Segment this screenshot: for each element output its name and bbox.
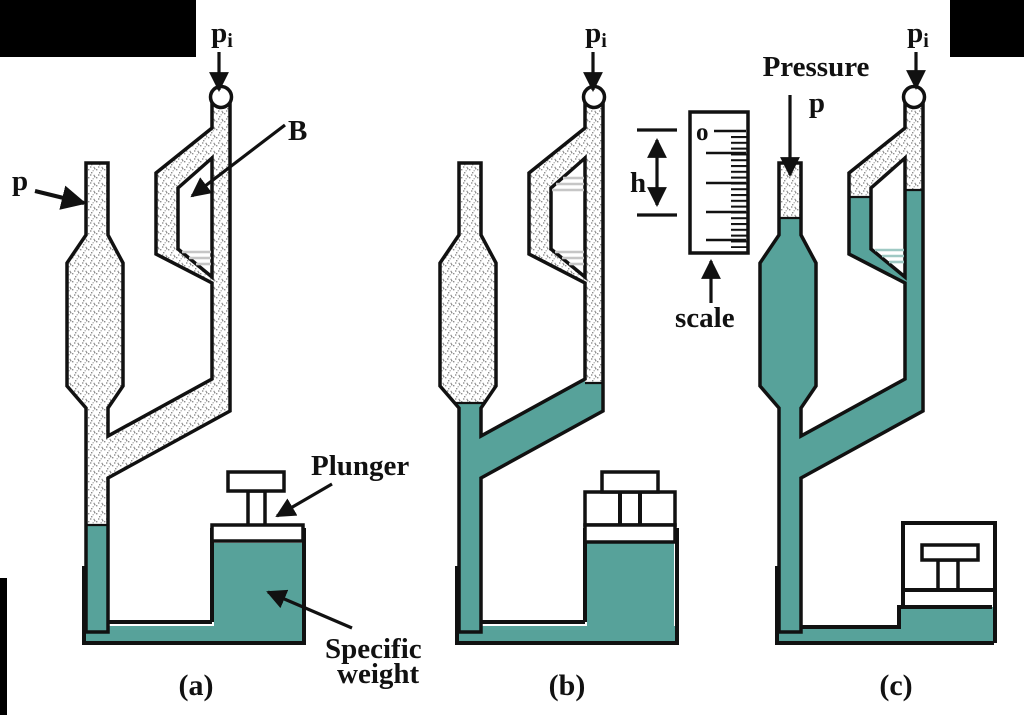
ruler-minor-ticks [731,136,747,248]
arrow-plunger [275,482,333,518]
label-o: o [696,119,709,146]
caption-b: (b) [549,669,586,702]
annotations-a: pi p B Plunger Specific weight (a) [12,17,422,702]
fluid-a [84,525,303,642]
measurement-b: h o scale [630,110,750,334]
label-scale: scale [675,302,735,334]
reservoir-lid-a [210,523,305,543]
ruler: o [688,110,750,255]
label-B: B [288,115,307,147]
plunger-handle-b [600,470,660,494]
label-pi-c: pi [907,17,929,52]
arrow-p [34,185,87,210]
apparatus-c: Pressure p pi (c) [758,17,997,702]
label-h: h [630,167,646,199]
label-p: p [12,165,28,197]
reservoir-lid-b [583,523,677,544]
ruler-major-ticks [706,151,746,242]
meniscus-a [182,250,211,266]
tube-opening-a [208,84,234,110]
reservoir-fluid-step-c [801,605,992,629]
caption-c: (c) [879,669,912,702]
plunger-handle-a [226,470,286,493]
reservoir-box-c [901,521,997,643]
meniscus-c [875,248,904,264]
reservoir-b [455,470,679,645]
label-specific-weight-line1: Specific [325,633,422,665]
label-specific-weight-line2: weight [337,658,420,690]
label-pi-a: pi [211,17,233,52]
plunger-b [583,470,677,544]
reservoir-a [82,470,306,645]
arrow-B [190,123,286,198]
plunger-handle-c [920,543,980,562]
label-pressure-line2: p [809,87,825,119]
mask-left-edge [0,578,7,715]
plunger-stem-c [936,558,960,592]
mask-top-right [950,0,1024,57]
plunger-c [904,543,993,592]
apparatus-b: h o scale pi (b) [438,17,750,702]
annotations-b: pi (b) [549,17,608,702]
tube-opening-c [901,84,927,110]
fluid-c [760,190,993,644]
reservoir-c [775,521,997,645]
meniscus-b [552,176,584,266]
plunger-a [210,470,305,543]
label-pressure-line1: Pressure [763,51,870,83]
label-plunger: Plunger [311,450,409,482]
plunger-stem-b [618,492,642,525]
label-pi-b: pi [585,17,607,52]
plunger-body-b [583,490,677,527]
caption-a: (a) [179,669,214,702]
annotations-c: Pressure p pi (c) [763,17,930,702]
mask-top-left [0,0,196,57]
arrow-specific-weight [266,589,353,630]
apparatus-a: pi p B Plunger Specific weight (a) [12,17,422,702]
fluid-b [455,379,675,642]
